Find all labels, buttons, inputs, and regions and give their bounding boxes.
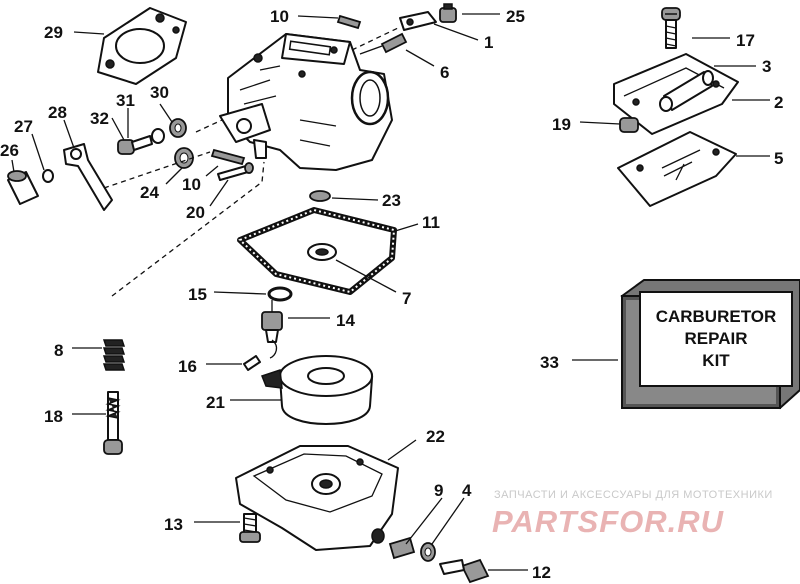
callout-1: 1 [484,33,493,52]
part-19-plug [619,117,639,133]
kit-title-line3: KIT [702,351,730,370]
callout-20: 20 [186,203,205,222]
callout-18: 18 [44,407,63,426]
carburetor-body [219,33,393,171]
part-27-oring [42,169,54,183]
part-12-plug-screw [439,558,490,584]
callout-2: 2 [774,93,783,112]
callout-16: 16 [178,357,197,376]
part-29-flange-gasket [97,7,187,85]
callout-10-top: 10 [270,7,289,26]
kit-title-line1: CARBURETOR [656,307,777,326]
callout-8: 8 [54,341,63,360]
part-17-screw [661,7,681,49]
part-16-clip [243,339,278,371]
part-21-float [261,355,374,425]
part-6-needle [359,32,408,55]
callout-24: 24 [140,183,159,202]
guide-line-screw [195,119,223,133]
callout-25: 25 [506,7,525,26]
part-4-washer [420,542,436,562]
callout-7: 7 [402,289,411,308]
part-33-repair-kit-box: CARBURETOR REPAIR KIT [620,279,800,410]
callout-13: 13 [164,515,183,534]
part-3-fitting [659,70,714,112]
part-8-spring [102,339,126,371]
callout-3: 3 [762,57,771,76]
callout-32: 32 [90,109,109,128]
kit-title-line2: REPAIR [685,329,748,348]
part-7-float-valve-seat [307,243,337,261]
watermark-brand: PARTSFOR.RU [492,504,725,539]
callout-10-lower: 10 [182,175,201,194]
callout-11: 11 [422,213,440,232]
callout-29: 29 [44,23,63,42]
callout-6: 6 [440,63,449,82]
part-9-main-jet [388,536,416,560]
part-10-pin-lower [210,148,246,166]
part-25-screw [439,3,457,23]
callout-19: 19 [552,115,571,134]
part-14-inlet-needle [261,300,283,343]
callout-4: 4 [462,481,472,500]
part-28-choke-lever [63,143,113,211]
callout-14: 14 [336,311,355,330]
part-32-screw [117,135,153,155]
callout-30: 30 [150,83,169,102]
part-20-screw [217,162,254,181]
part-23-plug [309,190,331,202]
leader-lines [11,13,770,571]
part-31-washer [151,128,165,144]
callout-26: 26 [0,141,19,160]
callout-17: 17 [736,31,755,50]
callout-numbers: 29 10 25 1 17 6 3 2 19 5 28 31 30 32 27 … [0,7,783,582]
callout-33: 33 [540,353,559,372]
part-22-float-bowl [235,445,399,551]
watermark-tagline: ЗАПЧАСТИ И АКСЕССУАРЫ ДЛЯ МОТОТЕХНИКИ [494,489,773,501]
part-1-bracket [399,11,437,31]
callout-28: 28 [48,103,67,122]
callout-27: 27 [14,117,33,136]
callout-9: 9 [434,481,443,500]
watermark: ЗАПЧАСТИ И АКСЕССУАРЫ ДЛЯ МОТОТЕХНИКИ PA… [492,489,773,539]
callout-15: 15 [188,285,207,304]
part-18-mixture-screw [103,391,123,455]
callout-5: 5 [774,149,783,168]
callout-12: 12 [532,563,551,582]
part-15-ring [267,286,293,302]
callout-23: 23 [382,191,401,210]
part-26-bushing [7,170,39,205]
callout-22: 22 [426,427,445,446]
guide-line-left [111,161,265,297]
guide-line-lever [103,151,211,189]
callout-21: 21 [206,393,225,412]
part-24-washer [174,147,194,169]
part-13-screw [239,513,261,543]
callout-31: 31 [116,91,135,110]
part-10-pin-top [336,14,362,30]
part-30-nut [169,118,187,138]
part-5-diaphragm [617,131,737,207]
